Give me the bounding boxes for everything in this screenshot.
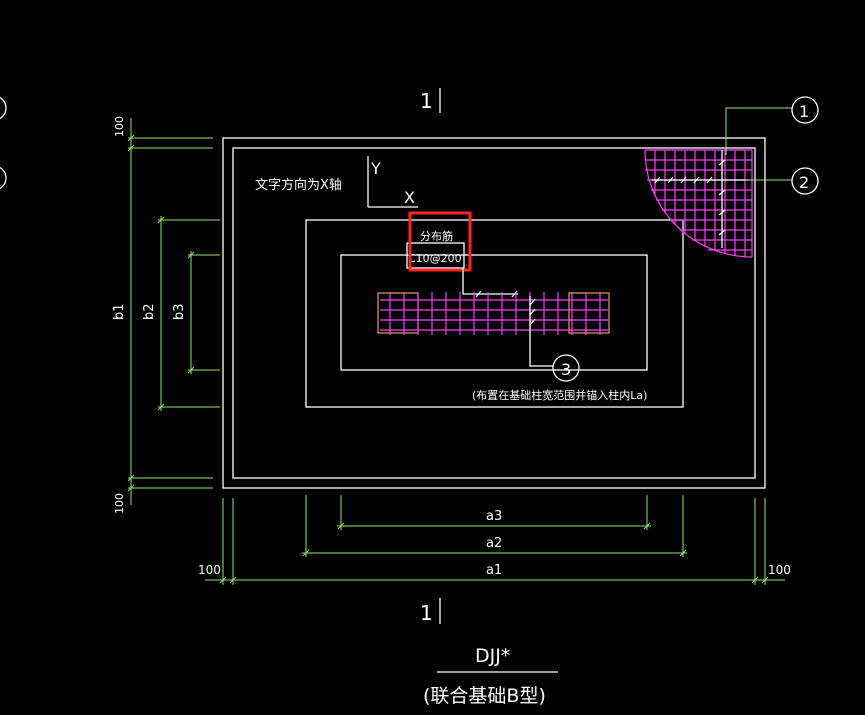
callout-1-circle — [791, 96, 819, 124]
drawing-subtitle: (联合基础B型) — [423, 685, 546, 707]
section-mark-bottom: 1 — [420, 601, 433, 625]
beam-outline — [340, 254, 648, 371]
rebar-label-box — [406, 242, 465, 269]
dim-100-top: 100 — [113, 116, 126, 137]
axis-x-label: X — [404, 188, 415, 207]
rebar-label-spec: C10@200 — [408, 252, 462, 265]
callout-1-leader — [725, 107, 792, 155]
dim-a1: a1 — [486, 563, 502, 578]
dim-100-left: 100 — [198, 563, 221, 577]
note-column: (布置在基础柱宽范围并锚入柱内La) — [472, 388, 647, 402]
dim-100-bottom: 100 — [113, 493, 126, 514]
callout-3-leader — [529, 296, 553, 367]
beam-rebar-ticks — [475, 290, 536, 326]
dim-a3: a3 — [486, 509, 502, 524]
foundation-outline — [232, 147, 756, 479]
callout-3-label: 3 — [561, 360, 571, 379]
column-right — [568, 292, 610, 334]
callout-1-label: 1 — [799, 102, 809, 121]
corner-rebar-ticks — [652, 150, 748, 248]
callout-2-label: 2 — [799, 173, 809, 192]
note-text-direction: 文字方向为X轴 — [255, 177, 342, 193]
rebar-leader — [462, 268, 518, 295]
rebar-label-name: 分布筋 — [420, 229, 453, 243]
highlight-box — [408, 211, 472, 272]
dim-100-right: 100 — [768, 563, 791, 577]
corner-rebar-detail — [644, 149, 753, 258]
dim-b1: b1 — [112, 303, 127, 320]
edge-callout-circle — [0, 96, 7, 120]
column-left — [377, 292, 419, 334]
dim-a2: a2 — [486, 536, 502, 551]
outer-outline — [222, 137, 766, 489]
drawing-title: DJJ* — [475, 645, 510, 667]
axis-y-label: Y — [370, 159, 381, 178]
callout-3-circle — [552, 354, 580, 382]
step-outline — [305, 219, 684, 408]
callout-2-circle — [791, 167, 819, 195]
bottom-dimensions — [205, 495, 785, 585]
edge-callout-circle — [0, 166, 7, 190]
dim-b3: b3 — [172, 303, 187, 320]
dim-b2: b2 — [142, 303, 157, 320]
section-mark-top: 1 — [420, 89, 433, 113]
left-dimensions — [127, 118, 220, 505]
beam-rebar-mesh — [380, 292, 608, 335]
